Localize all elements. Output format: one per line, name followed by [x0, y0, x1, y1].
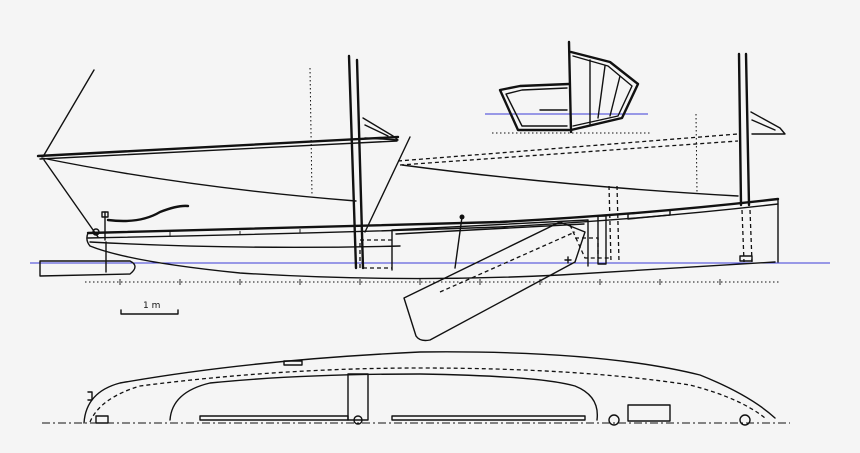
station-marks — [119, 255, 753, 285]
tiller — [101, 204, 190, 241]
leeboard — [403, 214, 586, 342]
forward-mast — [347, 54, 399, 270]
scale-bar: 1 m — [120, 301, 179, 315]
body-section-view — [485, 40, 652, 134]
scale-bar-label: 1 m — [143, 301, 160, 311]
hull-profile — [86, 185, 780, 280]
forward-sail — [36, 67, 411, 238]
rudder — [39, 228, 136, 277]
plan-view — [42, 351, 790, 426]
side-elevation — [30, 52, 830, 342]
aft-sail — [397, 113, 739, 197]
aft-mast — [737, 52, 786, 263]
